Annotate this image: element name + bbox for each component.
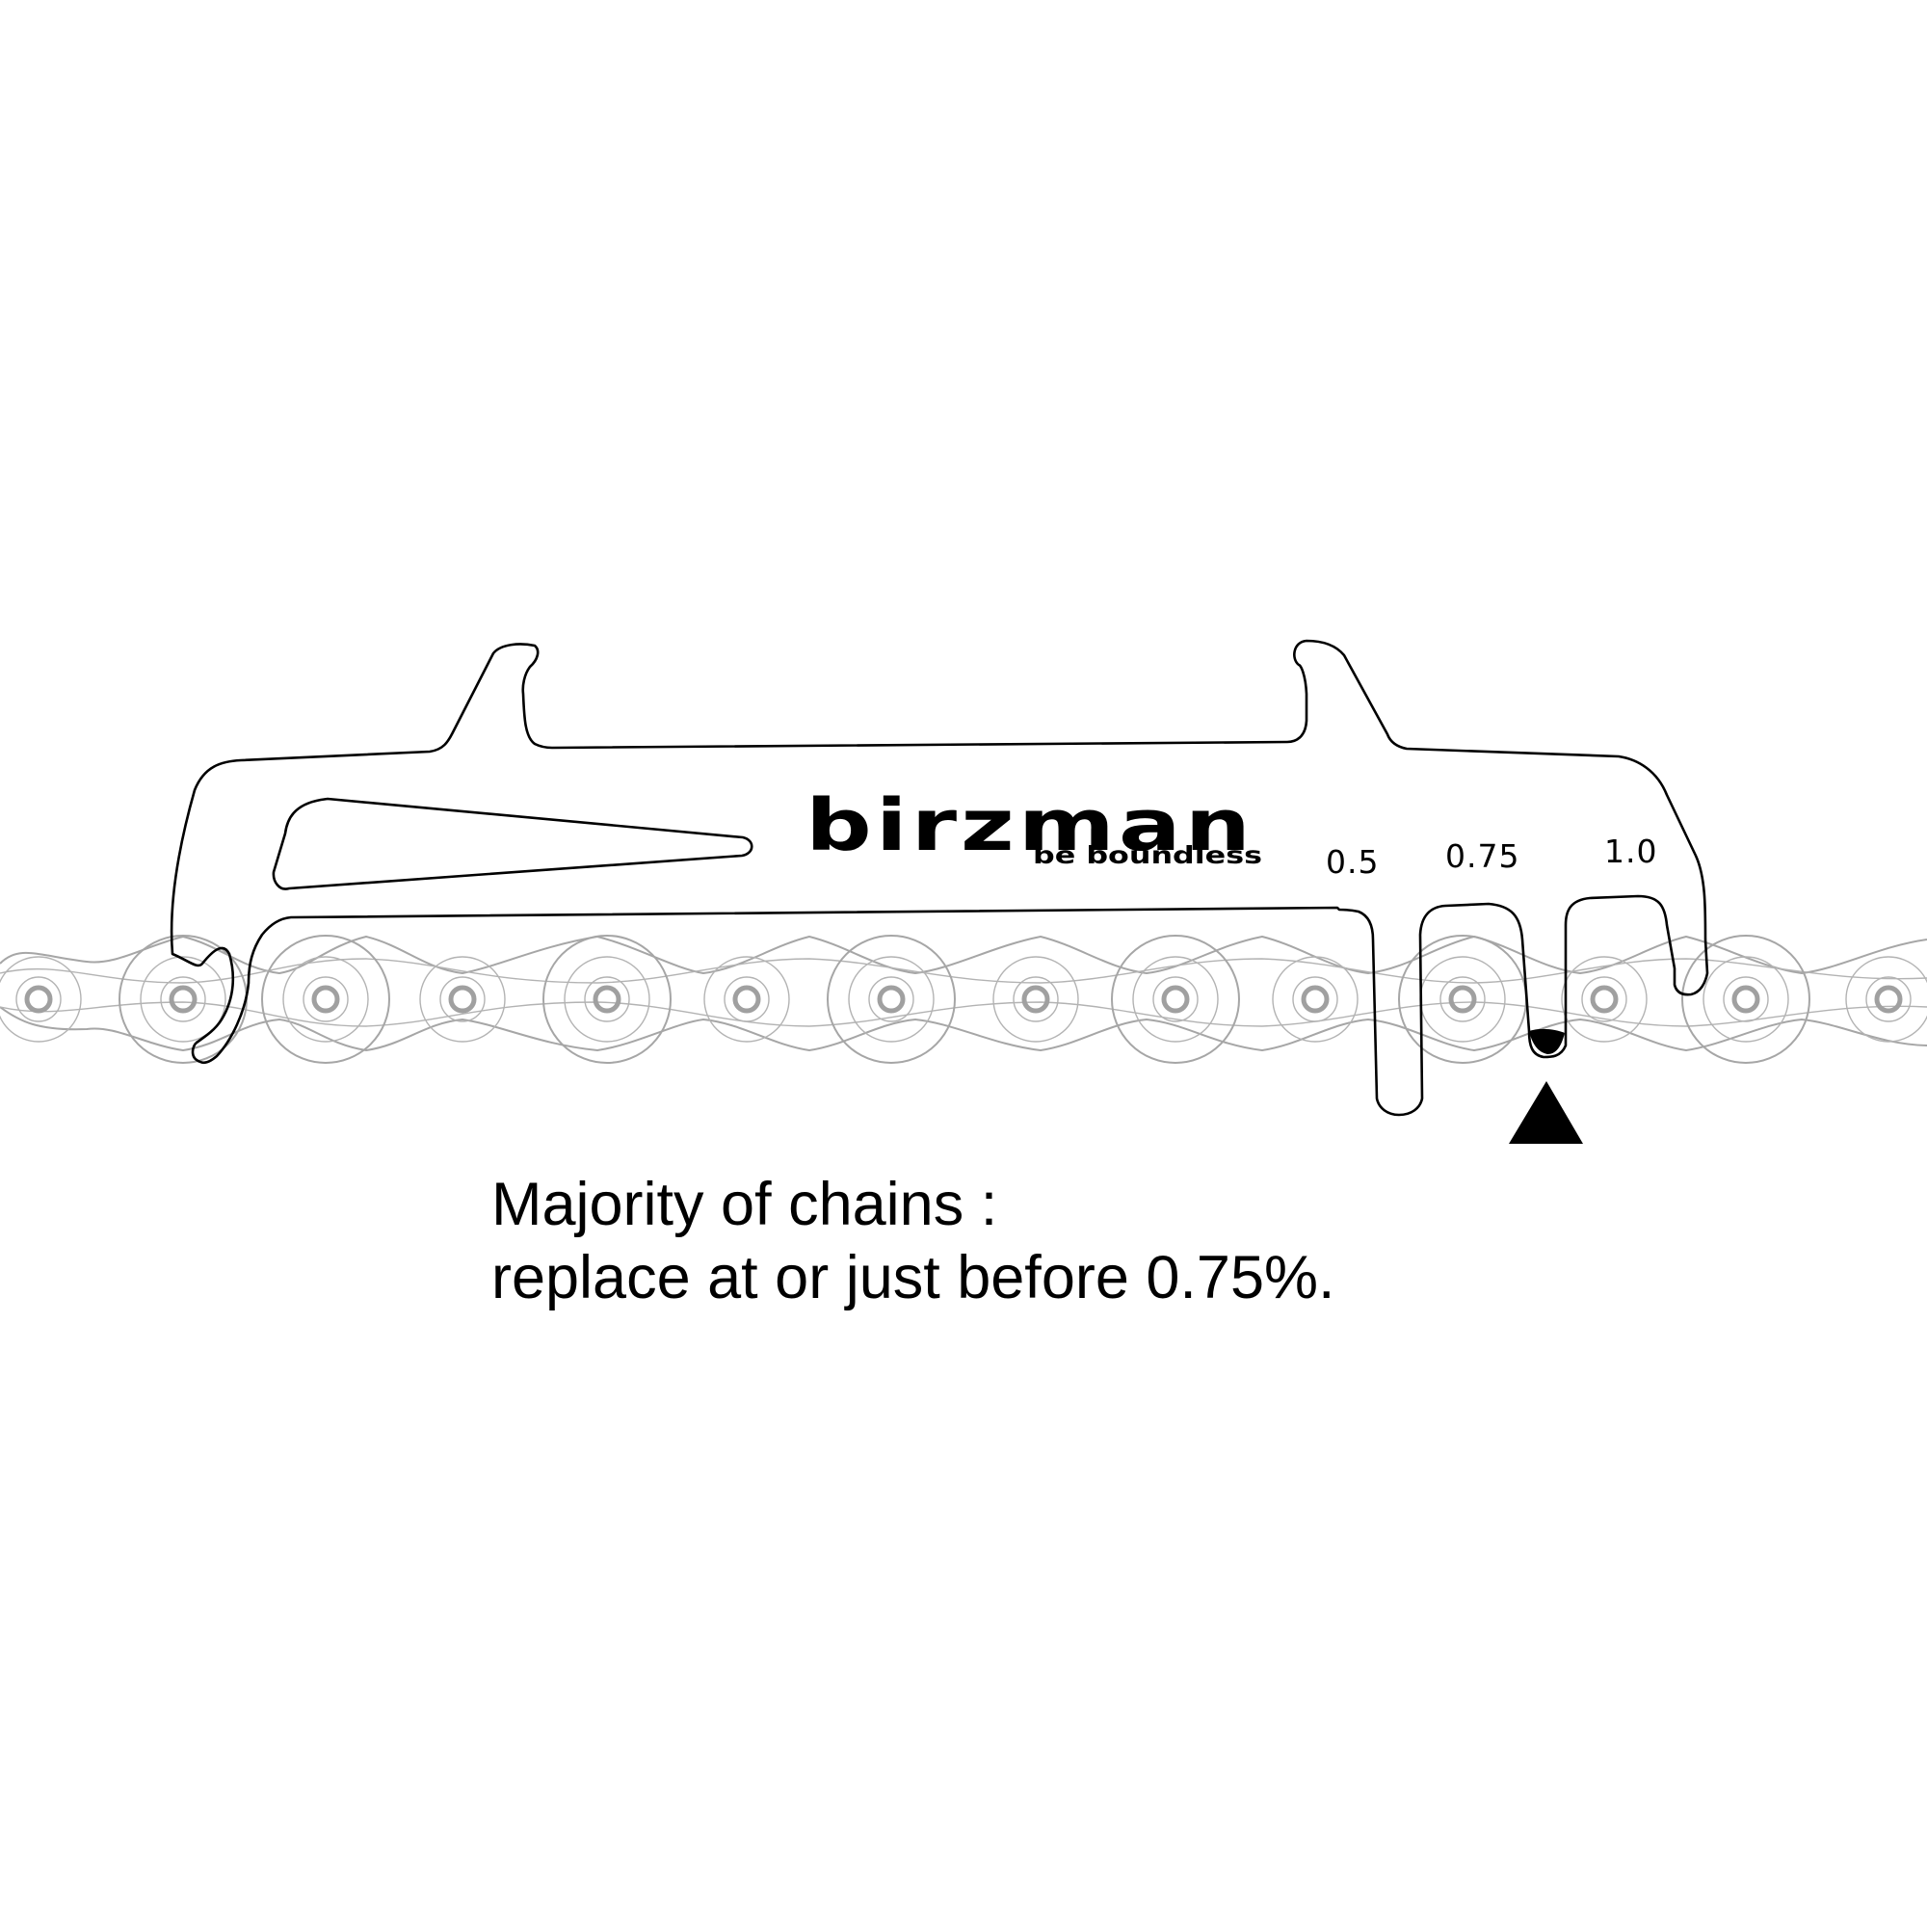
chain-roller [1845,956,1927,1043]
indicator-fill [1529,1028,1565,1054]
bicycle-chain [0,935,1927,1064]
chain-roller [1111,935,1240,1064]
chain-roller [261,935,390,1064]
gauge-label-0-5: 0.5 [1326,843,1379,881]
brand-logo: birzman [805,784,1254,867]
caption-line-1: Majority of chains : [491,1171,998,1238]
chain-inner-plate-bottom [0,1001,1927,1027]
tool-body-outline [170,639,1709,1117]
brand-tagline: be boundless [1033,841,1262,869]
chain-roller [419,956,506,1043]
triangle-up-icon [1509,1081,1583,1144]
chain-roller [1272,956,1359,1043]
chain-roller [703,956,790,1043]
gauge-labels: 0.5 0.75 1.0 [1326,833,1657,881]
chain-roller [1681,935,1810,1064]
caption: Majority of chains : replace at or just … [491,1168,1335,1314]
chain-checker-tool [170,639,1709,1117]
chain-roller [542,935,672,1064]
chain-outer-plate-top [0,935,1927,975]
gauge-label-0-75: 0.75 [1445,837,1519,875]
chain-roller [0,956,82,1043]
tool-slot-cutout [272,797,753,890]
gauge-label-1-0: 1.0 [1604,833,1657,870]
chain-roller [1561,956,1648,1043]
brand-mark: birzman be boundless [805,784,1262,869]
chain-roller [992,956,1079,1043]
chain-roller [827,935,956,1064]
chain-outer-plate-bottom [0,1006,1927,1052]
chain-roller [1398,935,1527,1064]
caption-line-2: replace at or just before 0.75%. [491,1244,1335,1311]
